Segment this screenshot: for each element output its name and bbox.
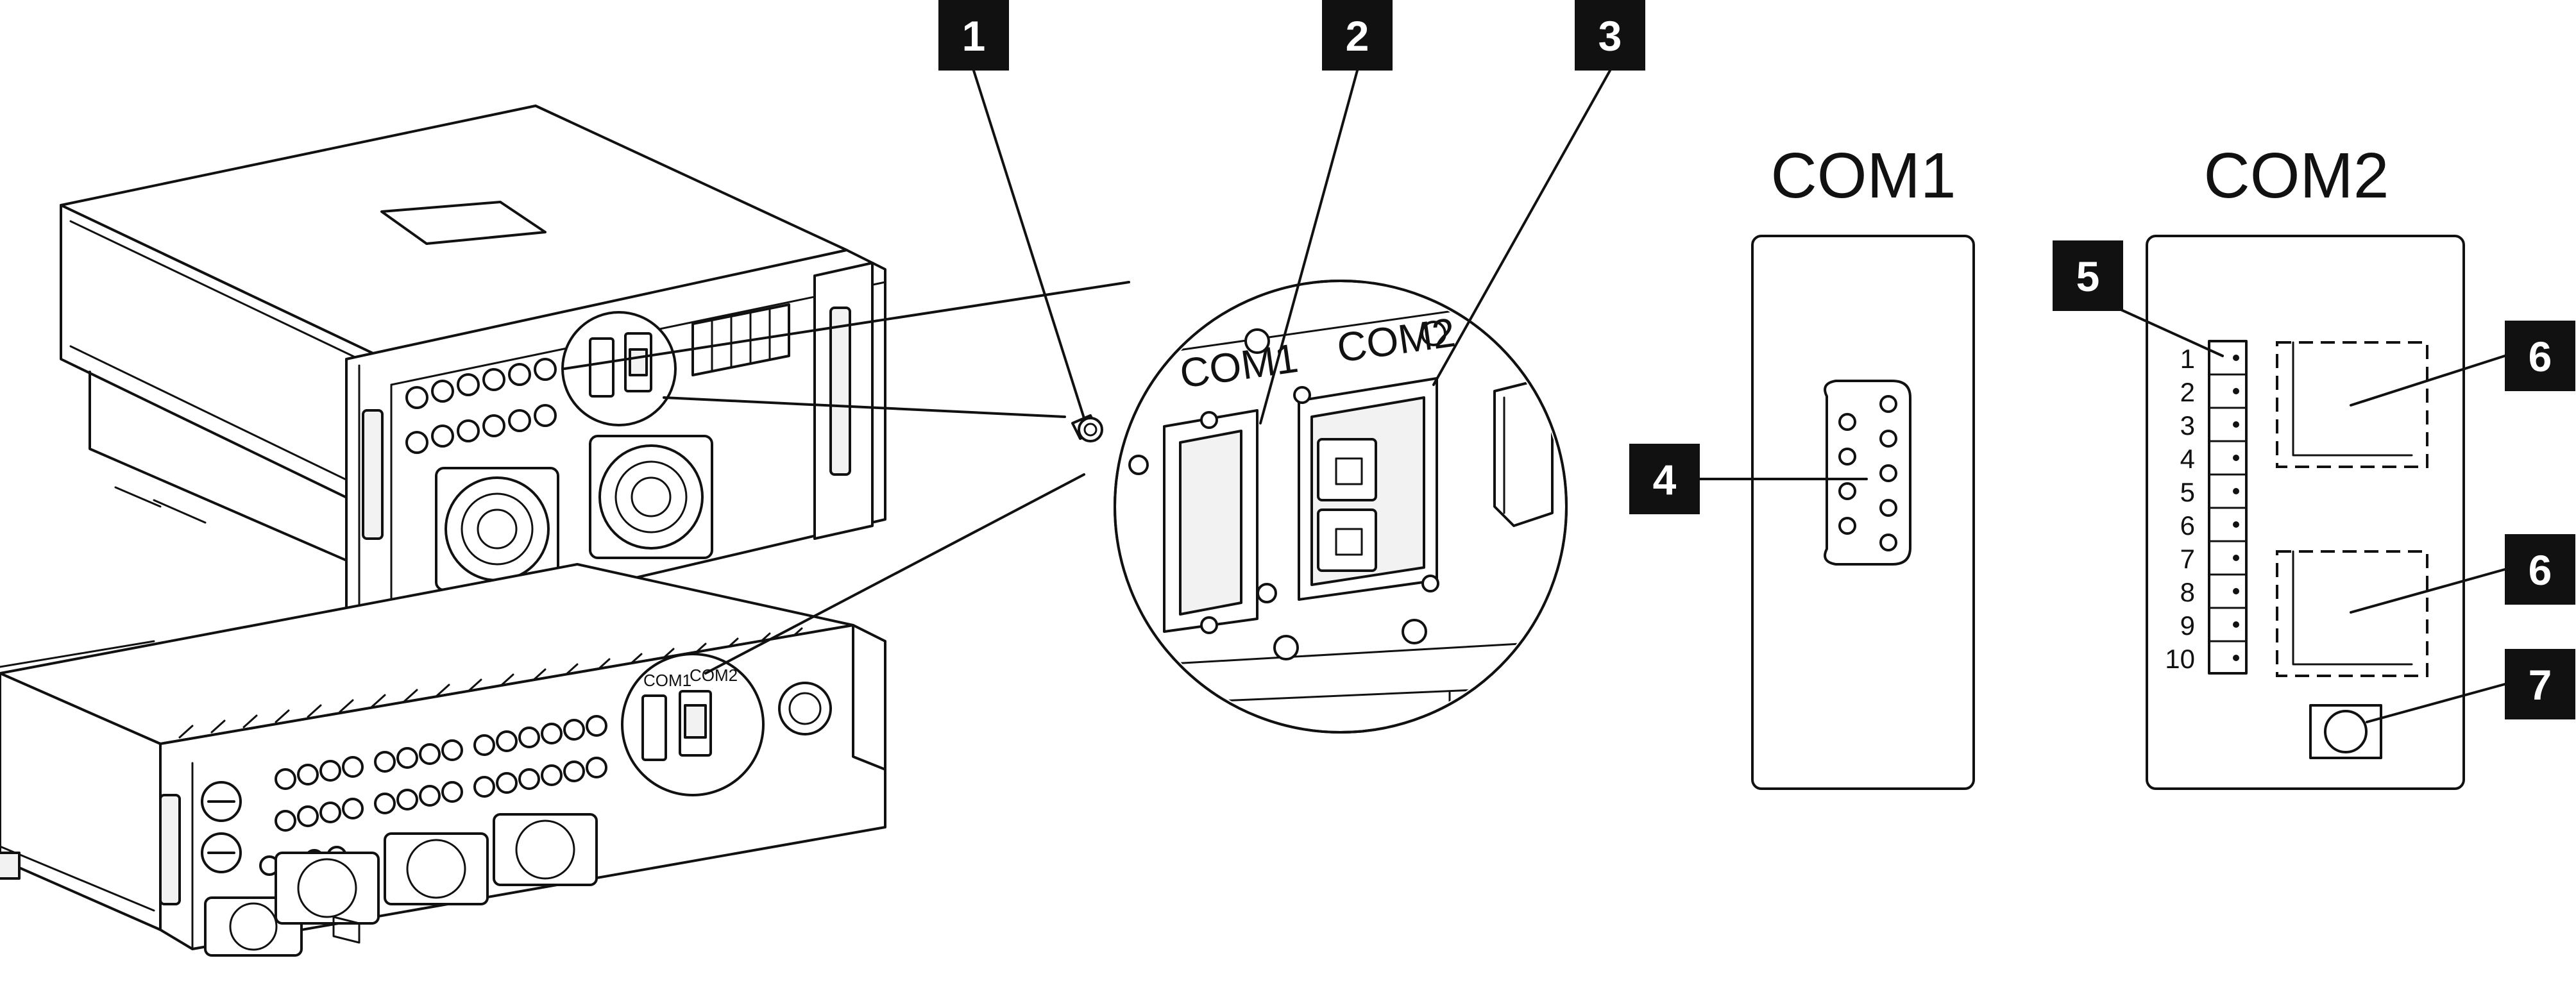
leader-2 <box>1259 69 1359 424</box>
pin-label-5: 5 <box>2180 477 2195 507</box>
pin-label-3: 3 <box>2180 410 2195 441</box>
callout-badge-6b: 6 <box>2505 534 2575 605</box>
dc-connectors-upper <box>405 358 557 454</box>
terminal-block <box>2208 340 2248 675</box>
rj45-port-lower <box>2276 550 2428 677</box>
rj45-lower <box>1317 508 1377 572</box>
leader-7 <box>2366 683 2506 723</box>
pin-label-8: 8 <box>2180 577 2195 607</box>
callout-badge-2: 2 <box>1322 0 1393 71</box>
zoom-source-upper <box>561 311 677 426</box>
callout-badge-3: 3 <box>1575 0 1645 71</box>
leader-3 <box>1432 69 1611 386</box>
callout-badge-1: 1 <box>938 0 1009 71</box>
pin-label-2: 2 <box>2180 377 2195 407</box>
push-button <box>2309 704 2382 759</box>
callout-2-text: 2 <box>1346 12 1369 60</box>
leader-1 <box>972 69 1085 419</box>
magnifier-line-top <box>563 281 1130 370</box>
lid-panel <box>380 201 547 245</box>
small-com1-label: COM1 <box>643 671 691 690</box>
fans-upper <box>435 435 713 591</box>
callout-1-text: 1 <box>962 12 986 60</box>
magnified-com-ports: COM1 COM2 <box>1114 280 1568 734</box>
zoom-source-lower: COM1 COM2 <box>621 653 765 796</box>
pin-label-9: 9 <box>2180 610 2195 641</box>
vent-slots-lower <box>178 627 803 739</box>
pin-label-1: 1 <box>2180 344 2195 374</box>
terminal-pin-labels: 1 2 3 4 5 6 7 8 9 10 <box>2165 344 2195 674</box>
callout-badge-6a: 6 <box>2505 321 2575 391</box>
magnifier-line-mid <box>663 396 1066 418</box>
dsub9-connector <box>1824 380 1911 566</box>
callout-6b-text: 6 <box>2529 546 2552 594</box>
pin-label-6: 6 <box>2180 510 2195 541</box>
leader-6a <box>2350 355 2506 407</box>
callout-5-text: 5 <box>2076 253 2100 300</box>
callout-badge-7: 7 <box>2505 649 2575 719</box>
callout-4-text: 4 <box>1653 456 1677 503</box>
rj45-port-upper <box>2276 341 2428 468</box>
pin-label-10: 10 <box>2165 644 2195 674</box>
callout-3-text: 3 <box>1598 12 1622 60</box>
com2-panel-title: COM2 <box>2204 140 2389 212</box>
pin-label-4: 4 <box>2180 444 2195 474</box>
callout-6a-text: 6 <box>2529 333 2552 380</box>
com1-panel-title: COM1 <box>1771 140 1956 212</box>
magnifier-line-bottom <box>704 473 1085 675</box>
rj45-upper <box>1317 438 1377 501</box>
inverter-upper <box>60 105 886 636</box>
antenna-connector <box>1071 414 1103 442</box>
pin-label-7: 7 <box>2180 544 2195 574</box>
fans-lower <box>204 813 598 957</box>
callout-badge-4: 4 <box>1629 444 1700 514</box>
callout-7-text: 7 <box>2529 661 2552 709</box>
leader-6b <box>2350 568 2506 614</box>
callout-badge-5: 5 <box>2053 240 2123 311</box>
